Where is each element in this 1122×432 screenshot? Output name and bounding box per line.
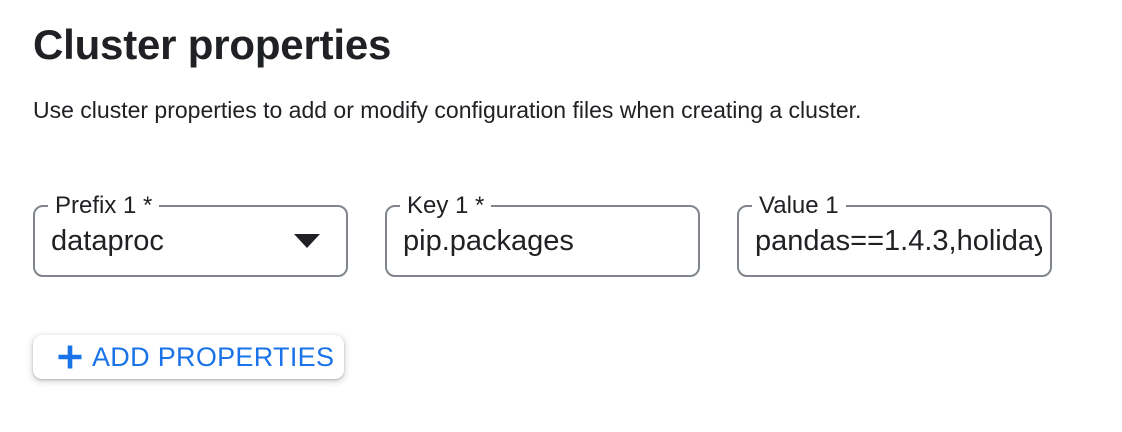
property-row: Prefix 1 * dataproc Key 1 * Value 1 — [33, 192, 1089, 277]
prefix-selected-value: dataproc — [51, 224, 164, 257]
add-properties-label: ADD PROPERTIES — [92, 341, 335, 372]
page-description: Use cluster properties to add or modify … — [33, 97, 862, 123]
dropdown-arrow-icon — [294, 234, 320, 248]
add-properties-button[interactable]: ADD PROPERTIES — [33, 335, 344, 379]
page-title: Cluster properties — [33, 21, 392, 68]
key-field: Key 1 * — [385, 192, 700, 277]
plus-icon — [55, 342, 85, 372]
value-field: Value 1 — [737, 192, 1052, 277]
value-field-label: Value 1 — [752, 192, 846, 220]
prefix-select[interactable]: Prefix 1 * dataproc — [33, 192, 348, 277]
prefix-field-label: Prefix 1 * — [48, 192, 160, 220]
cluster-properties-section: Cluster properties Use cluster propertie… — [33, 21, 1089, 379]
key-field-label: Key 1 * — [400, 192, 492, 220]
